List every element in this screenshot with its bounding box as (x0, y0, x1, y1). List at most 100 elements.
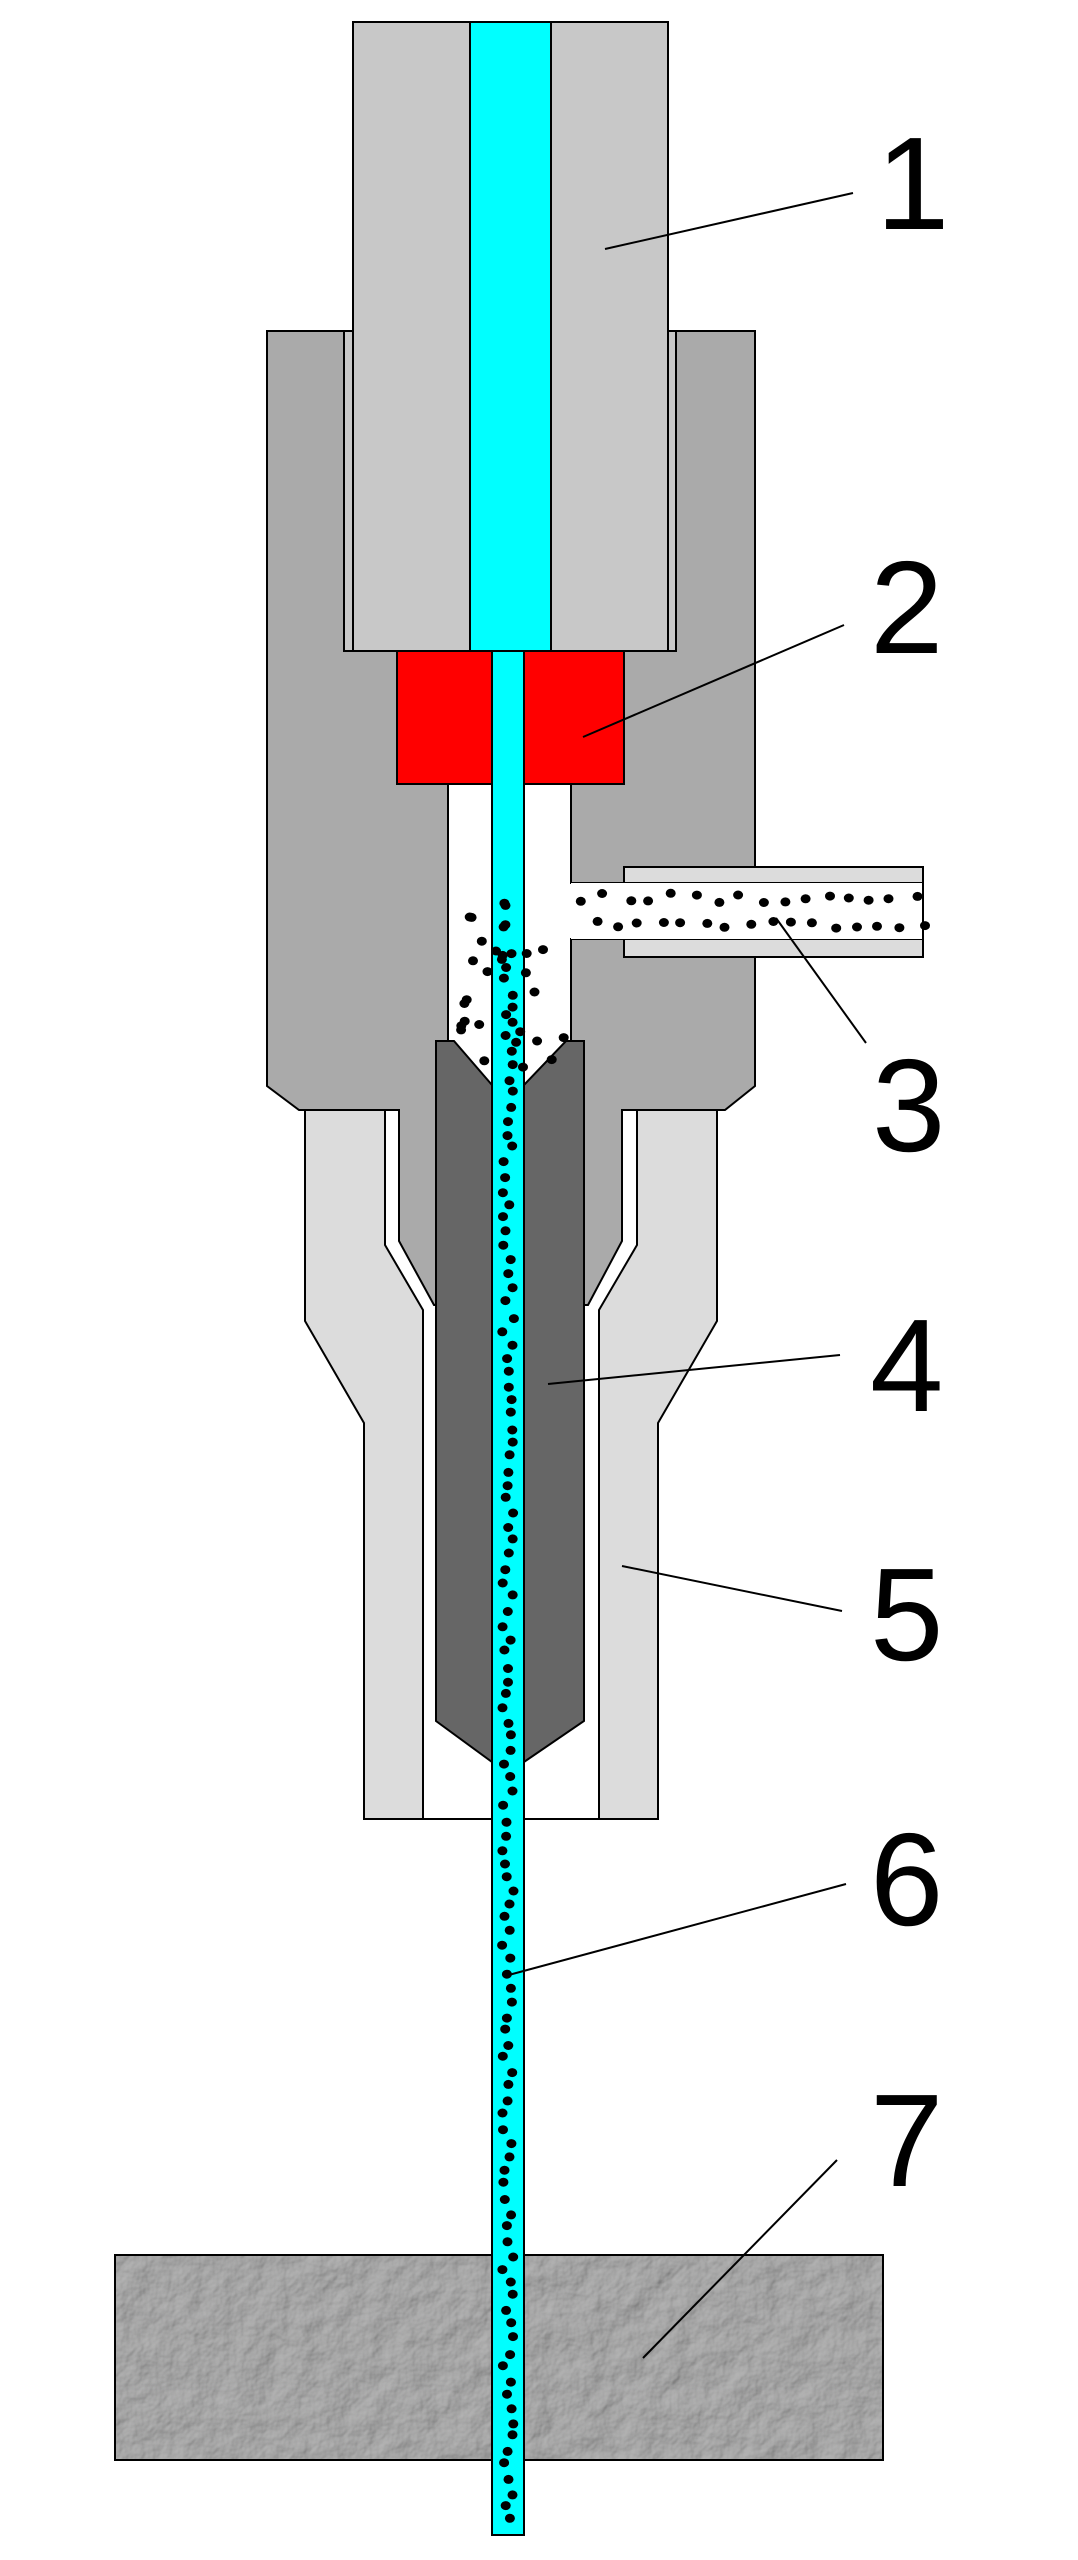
abrasive-particle (507, 1437, 518, 1447)
abrasive-particle (502, 1607, 513, 1616)
label-6: 6 (870, 1806, 943, 1953)
abrasive-particle (505, 2277, 516, 2287)
abrasive-particle (497, 1940, 508, 1950)
abrasive-particle (507, 1060, 518, 1070)
abrasive-particle (499, 1759, 509, 1769)
abrasive-particle (499, 1645, 510, 1655)
abrasive-particle (499, 1911, 510, 1921)
abrasive-particle (506, 1997, 517, 2007)
abrasive-particle (497, 1578, 508, 1588)
abrasive-particle (546, 1055, 557, 1065)
abrasive-particle (505, 1635, 516, 1645)
abrasive-particle (503, 1548, 514, 1558)
abrasive-particle (800, 894, 811, 904)
abrasive-particle (502, 2446, 513, 2456)
abrasive-particle (502, 1354, 513, 1364)
abrasive-particle (505, 1745, 516, 1755)
abrasive-particle (500, 1492, 511, 1502)
abrasive-particle (506, 1046, 517, 1056)
abrasive-particle (504, 2152, 515, 2162)
abrasive-particle (508, 1508, 519, 1518)
abrasive-particle (558, 1033, 569, 1043)
abrasive-particle (503, 1117, 513, 1127)
leader-line-1 (604, 192, 854, 250)
abrasive-particle (507, 1283, 518, 1293)
abrasive-particle (499, 2458, 510, 2468)
abrasive-particle (733, 890, 744, 900)
abrasive-particle (505, 1953, 516, 1963)
abrasive-particle (506, 2318, 517, 2328)
abrasive-particle (491, 946, 501, 956)
abrasive-particle (505, 1772, 516, 1781)
abrasive-particle (515, 1027, 526, 1037)
label-2: 2 (870, 534, 943, 681)
abrasive-particle (501, 2013, 512, 2023)
abrasive-particle (825, 891, 835, 901)
abrasive-particle (506, 2404, 517, 2414)
abrasive-particle (502, 2389, 512, 2399)
abrasive-particle (502, 2096, 513, 2106)
abrasive-feed-tube-top (623, 866, 924, 884)
abrasive-particle (497, 1703, 508, 1713)
abrasive-particle (883, 894, 894, 904)
abrasive-particle (504, 1200, 515, 1210)
abrasive-water-jet (491, 650, 525, 2536)
abrasive-particle (872, 921, 882, 931)
abrasive-particle (500, 1565, 511, 1575)
abrasive-particle (497, 2108, 508, 2118)
abrasive-particle (502, 1131, 513, 1141)
leader-line-3 (775, 917, 867, 1044)
abrasive-particle (503, 1677, 513, 1687)
abrasive-particle (500, 2024, 511, 2034)
abrasive-particle (503, 2079, 514, 2089)
abrasive-particle (497, 2051, 508, 2061)
abrasive-particle (504, 2513, 515, 2523)
label-7: 7 (870, 2067, 943, 2214)
abrasive-particle (508, 2332, 518, 2342)
abrasive-particle (468, 956, 478, 966)
abrasive-particle (507, 2068, 518, 2078)
abrasive-particle (675, 918, 686, 928)
abrasive-particle (497, 2265, 508, 2275)
abrasive-particle (498, 973, 509, 983)
abrasive-particle (501, 963, 512, 972)
abrasive-particle (575, 896, 586, 906)
abrasive-particle (499, 2165, 510, 2175)
abrasive-particle (508, 1886, 519, 1896)
abrasive-particle (507, 2289, 518, 2299)
abrasive-particle (507, 2430, 518, 2440)
abrasive-particle (497, 1846, 508, 1856)
label-4: 4 (870, 1292, 943, 1439)
abrasive-particle (863, 895, 874, 905)
abrasive-particle (507, 1425, 518, 1435)
leader-line-2 (582, 624, 845, 738)
abrasive-particle (500, 1296, 511, 1306)
abrasive-particle (894, 923, 905, 933)
abrasive-particle (505, 1730, 516, 1740)
abrasive-particle (500, 1859, 510, 1869)
abrasive-particle (505, 1407, 516, 1417)
abrasive-particle (508, 2419, 519, 2429)
leader-line-4 (547, 1354, 841, 1385)
abrasive-particle (507, 1141, 518, 1151)
abrasive-particle (920, 921, 930, 931)
leader-line-6 (504, 1883, 847, 1977)
abrasive-particle (464, 912, 475, 922)
abrasive-particle (508, 1314, 519, 1324)
abrasive-feed-channel (571, 883, 923, 939)
abrasive-particles (456, 888, 930, 2523)
abrasive-particle (507, 1086, 518, 1096)
abrasive-particle (852, 922, 862, 932)
abrasive-particle (780, 897, 791, 907)
abrasive-particle (806, 918, 817, 928)
abrasive-particle (719, 922, 730, 932)
label-3: 3 (872, 1032, 945, 1179)
leader-line-5 (621, 1565, 843, 1612)
abrasive-particle (507, 1786, 518, 1796)
abrasive-particle (498, 1212, 508, 1222)
abrasive-particle (501, 2305, 512, 2315)
abrasive-particle (502, 2237, 513, 2247)
abrasive-particle (831, 923, 842, 933)
abrasive-particle (506, 1395, 517, 1405)
